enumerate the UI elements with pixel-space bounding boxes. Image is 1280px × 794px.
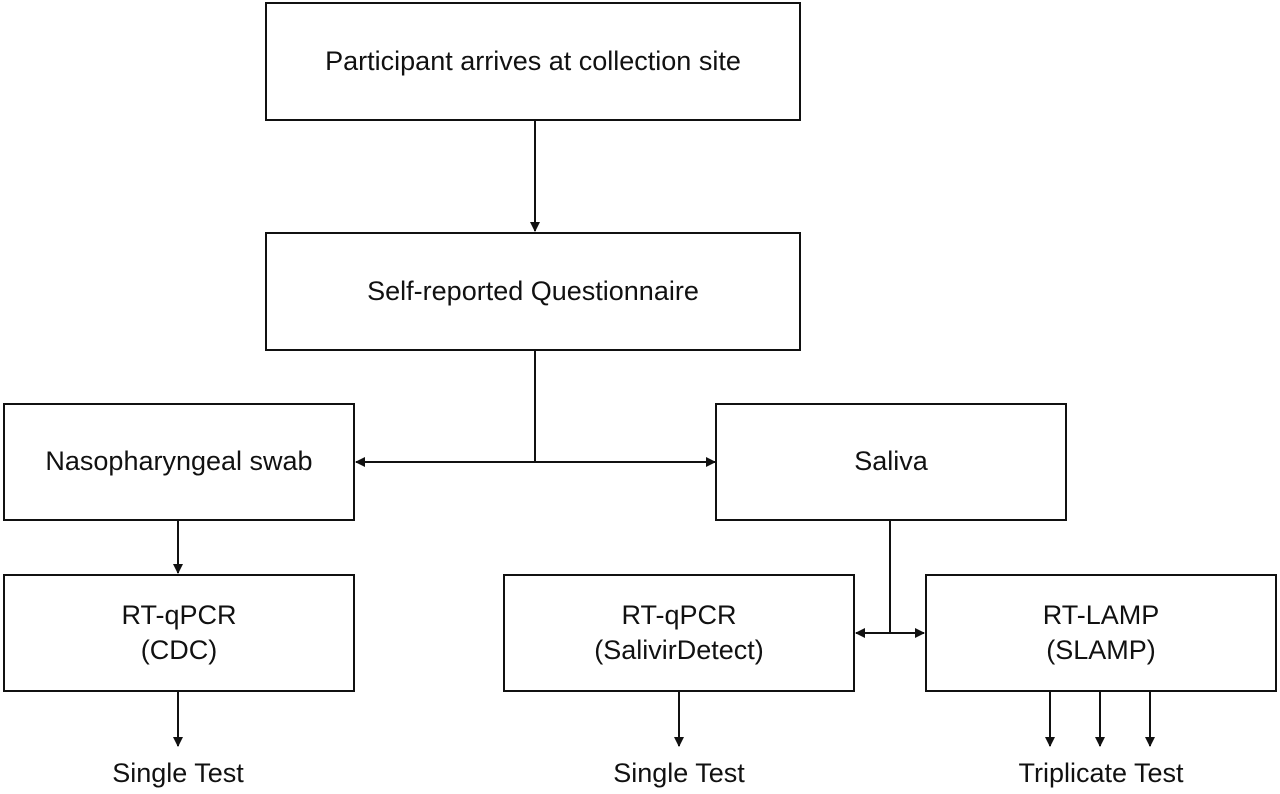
arrival-label: Participant arrives at collection site (325, 45, 741, 76)
rtlamp-assay: (SLAMP) (1046, 635, 1156, 665)
rtlamp-method: RT-LAMP (1042, 599, 1160, 630)
rtqpcr-salivir-box: RT-qPCR (SalivirDetect) (503, 574, 855, 692)
saliva-box: Saliva (715, 403, 1067, 521)
cdc-outcome-label: Single Test (112, 758, 244, 788)
rtqpcr-salivir-assay: (SalivirDetect) (594, 635, 764, 665)
saliva-label: Saliva (854, 446, 928, 477)
rtqpcr-cdc-method: RT-qPCR (121, 599, 237, 630)
rtqpcr-salivir-method: RT-qPCR (621, 599, 737, 630)
arrival-box: Participant arrives at collection site (265, 2, 801, 121)
rtlamp-box: RT-LAMP (SLAMP) (925, 574, 1277, 692)
lamp-outcome-label: Triplicate Test (1018, 758, 1184, 788)
np-swab-box: Nasopharyngeal swab (3, 403, 355, 521)
rtqpcr-cdc-box: RT-qPCR (CDC) (3, 574, 355, 692)
np-swab-label: Nasopharyngeal swab (45, 446, 313, 477)
rtqpcr-cdc-assay: (CDC) (140, 635, 218, 665)
salivir-outcome-label: Single Test (613, 758, 745, 788)
questionnaire-box: Self-reported Questionnaire (265, 232, 801, 351)
questionnaire-label: Self-reported Questionnaire (367, 275, 699, 306)
